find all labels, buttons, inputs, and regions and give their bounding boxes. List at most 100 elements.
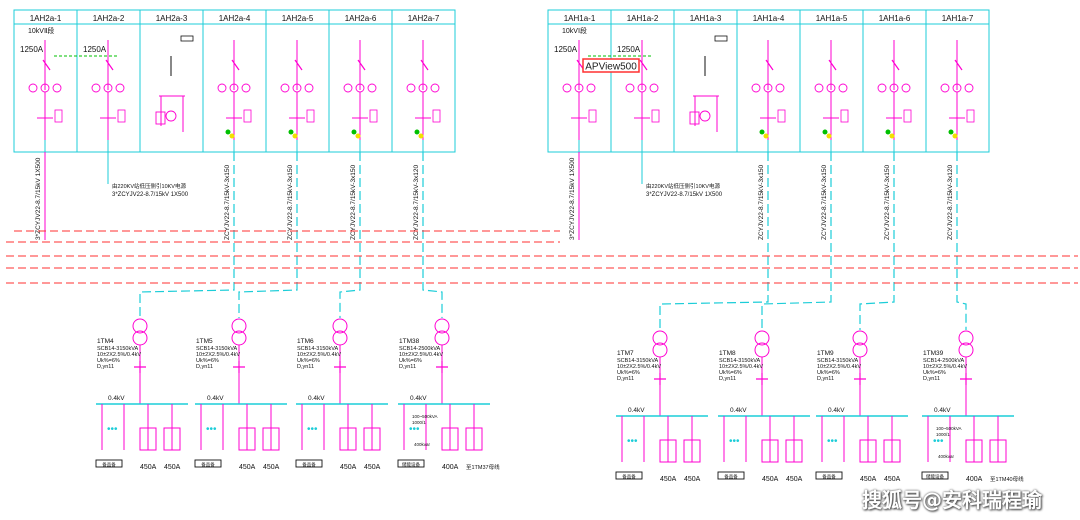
capacitor-cabinet-icon: [163, 427, 181, 451]
current-transformer-icon: [751, 83, 761, 93]
transformer-model: SCB14-2500kVA: [923, 358, 965, 364]
pt-transformer-icon: [165, 110, 177, 122]
surge-arrester-icon: [840, 109, 849, 123]
transformer-primary-icon: [754, 330, 770, 346]
feeder-cable-line: [139, 152, 235, 318]
transformer-id: 1TM39: [923, 350, 944, 357]
panel-label: 1AH1a-2: [627, 14, 659, 23]
transformer-connection: D,yn11: [817, 376, 834, 382]
panel-label: 1AH1a-6: [879, 14, 911, 23]
transformer-primary-icon: [852, 330, 868, 346]
indicator-lamp-icon: [225, 129, 231, 135]
indicator-lamp-icon: [288, 129, 294, 135]
feeder-cable-line: [422, 152, 443, 318]
lv-current-rating: 450A: [884, 476, 901, 483]
feeder-cable-line: [339, 152, 361, 318]
indicator-lamp-icon: [759, 129, 765, 135]
incoming-cable-label: 3*ZCYJV22-8.7/15kV 1X500: [35, 157, 42, 240]
lv-box-frame: [615, 471, 643, 480]
transformer-ratio: 10±2X2.5%/0.4kV: [923, 364, 967, 370]
breaker-icon: [357, 59, 366, 71]
current-transformer-icon: [775, 83, 785, 93]
surge-arrester-icon: [117, 109, 126, 123]
indicator-lamp-icon: [351, 129, 357, 135]
lv-box-frame: [717, 471, 745, 480]
current-transformer-icon: [940, 83, 950, 93]
current-transformer-icon: [625, 83, 635, 93]
feeder-cable-label: ZCYJV22-8.7/15kV-3x150: [350, 164, 357, 240]
panel-label: 1AH1a-4: [753, 14, 785, 23]
lv-current-rating: 450A: [762, 476, 779, 483]
current-transformer-icon: [901, 83, 911, 93]
indicator-lamp-icon: [889, 133, 895, 139]
feeder-cable-label: ZCYJV22-8.7/15kV-3x150: [287, 164, 294, 240]
surge-arrester-icon: [651, 109, 660, 123]
lv-box-label: 备品备: [102, 461, 116, 468]
lv-bus-label: 0.4kV: [207, 395, 224, 402]
lv-bus-label: 0.4kV: [308, 395, 325, 402]
transformer-id: 1TM8: [719, 350, 736, 357]
lv-current-rating: 450A: [239, 464, 256, 471]
current-transformer-icon: [91, 83, 101, 93]
lv-box-label: 储能设备: [402, 461, 420, 468]
feeder-cable-line: [238, 152, 298, 318]
capacitor-cabinet-icon: [339, 427, 357, 451]
transformer-primary-icon: [332, 318, 348, 334]
transformer-id: 1TM5: [196, 338, 213, 345]
lv-breaker-icon: [756, 373, 768, 385]
panel-label: 1AH2a-7: [408, 14, 440, 23]
lv-breaker-icon: [233, 361, 245, 373]
breaker-icon: [294, 59, 303, 71]
lv-breaker-icon: [654, 373, 666, 385]
feeder-cable-label: ZCYJV22-8.7/15kV-3x150: [884, 164, 891, 240]
lv-box-frame: [95, 459, 123, 468]
lv-breaker-icon: [134, 361, 146, 373]
indicator-lamp-icon: [229, 133, 235, 139]
transformer-impedance: Uk%=6%: [617, 370, 640, 376]
indicator-lamp-icon: [822, 129, 828, 135]
transformer-primary-icon: [132, 318, 148, 334]
incoming-cable-note: 由220KV站低压侧引10KV电源: [112, 182, 186, 190]
transformer-primary-icon: [958, 330, 974, 346]
transformer-impedance: Uk%=6%: [719, 370, 742, 376]
current-transformer-icon: [280, 83, 290, 93]
transformer-impedance: Uk%=6%: [196, 358, 219, 364]
breaker-icon: [765, 59, 774, 71]
storage-kvar-label: 400kvar: [938, 454, 955, 459]
lv-current-rating: 450A: [786, 476, 803, 483]
surge-arrester-icon: [903, 109, 912, 123]
transformer-id: 1TM9: [817, 350, 834, 357]
surge-arrester-icon: [306, 109, 315, 123]
transformer-primary-icon: [652, 330, 668, 346]
lv-box-label: 备品备: [302, 461, 316, 468]
transformer-model: SCB14-3150kVA: [196, 346, 238, 352]
lv-bus-label: 0.4kV: [934, 407, 951, 414]
lv-current-rating: 450A: [340, 464, 357, 471]
indicator-lamp-icon: [952, 133, 958, 139]
lv-breaker-icon: [960, 373, 972, 385]
lv-current-rating: 450A: [164, 464, 181, 471]
breaker-icon: [231, 59, 240, 71]
continuation-dots: •••: [627, 436, 638, 447]
feeder-cable-label: ZCYJV22-8.7/15kV-3x150: [224, 164, 231, 240]
incoming-cable-label: 3*ZCYJV22-8.7/15kV 1X500: [646, 192, 723, 198]
pt-transformer-icon: [699, 110, 711, 122]
breaker-rating-label: 1250A: [617, 45, 641, 54]
transformer-impedance: Uk%=6%: [817, 370, 840, 376]
lv-box-label: 备品备: [724, 473, 738, 480]
indicator-lamp-icon: [418, 133, 424, 139]
lv-breaker-icon: [436, 361, 448, 373]
surge-arrester-icon: [243, 109, 252, 123]
lv-box-frame: [295, 459, 323, 468]
transformer-id: 1TM6: [297, 338, 314, 345]
transformer-model: SCB14-3150kVA: [97, 346, 139, 352]
transformer-connection: D,yn11: [196, 364, 213, 370]
continuation-dots: •••: [107, 424, 118, 435]
feeder-cable-label: ZCYJV22-8.7/15kV-3x150: [758, 164, 765, 240]
transformer-model: SCB14-2500kVA: [399, 346, 441, 352]
transformer-ratio: 10±2X2.5%/0.4kV: [97, 352, 141, 358]
feeder-cable-label: ZCYJV22-8.7/15kV-3x120: [947, 164, 954, 240]
lv-box-frame: [815, 471, 843, 480]
transformer-connection: D,yn11: [97, 364, 114, 370]
panel-label: 1AH2a-6: [345, 14, 377, 23]
